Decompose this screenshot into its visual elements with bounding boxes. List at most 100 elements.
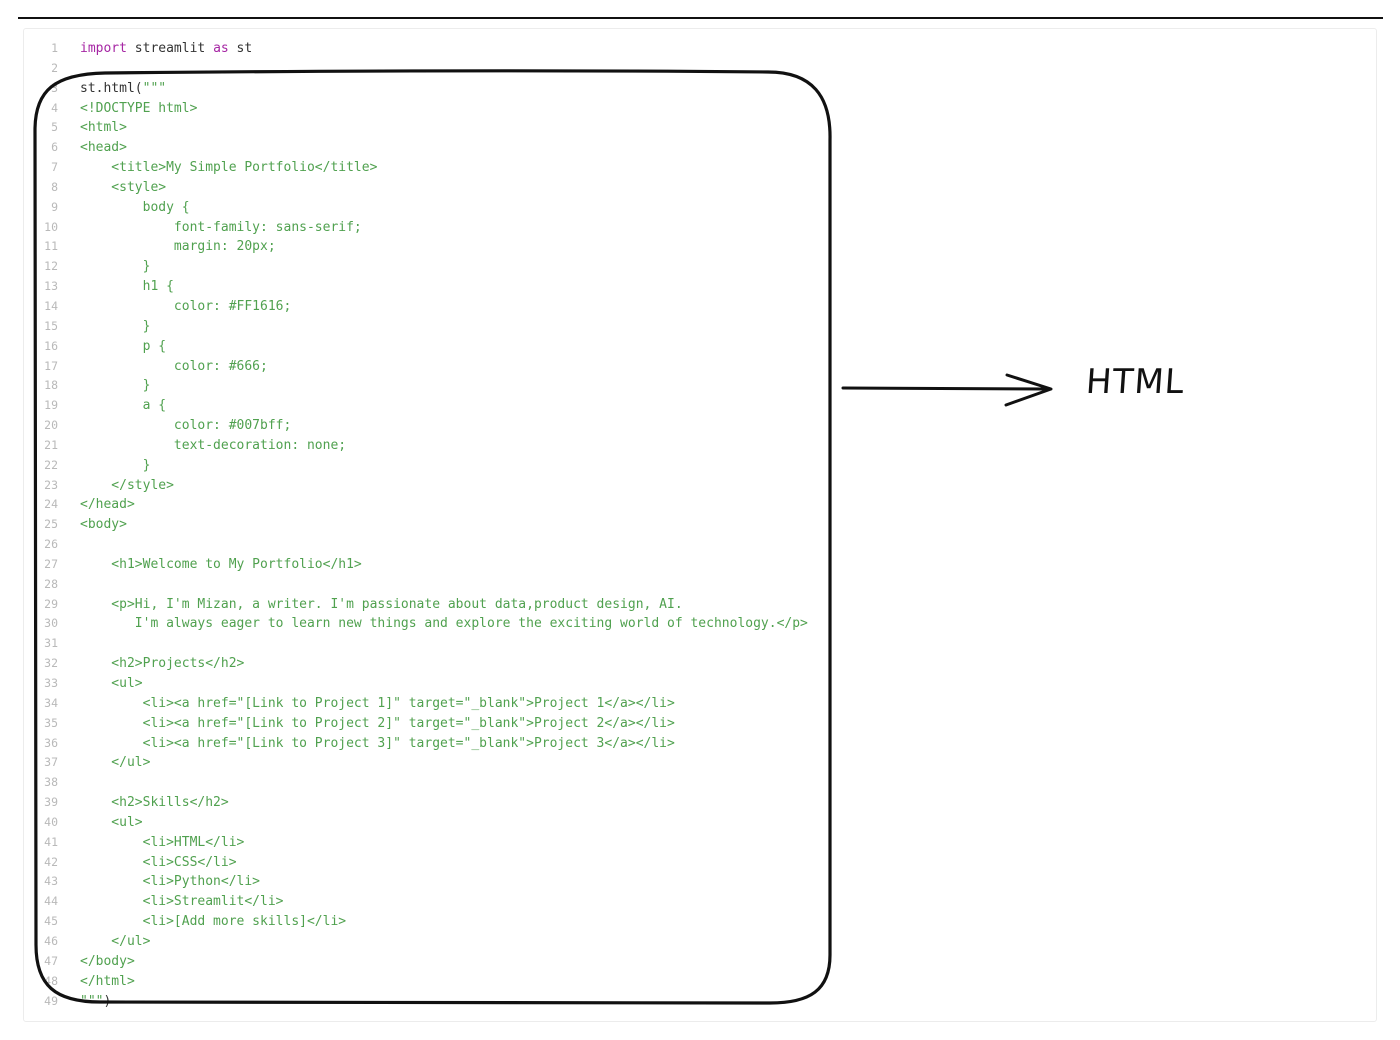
code-line-24: </head> — [80, 497, 135, 513]
code-line-43: <li>Python</li> — [80, 874, 261, 890]
line-number: 20 — [44, 418, 58, 433]
line-number: 42 — [44, 854, 58, 869]
code-line-41: <li>HTML</li> — [80, 834, 245, 850]
code-line-10: font-family: sans-serif; — [80, 219, 362, 235]
line-number: 47 — [44, 953, 58, 968]
line-number: 1 — [51, 41, 58, 55]
code-line-40: <ul> — [80, 814, 143, 830]
line-number: 10 — [44, 219, 58, 234]
alias-name: st — [228, 41, 253, 56]
line-number: 19 — [44, 398, 58, 413]
code-line-26 — [80, 535, 808, 555]
code-line-48: </html> — [80, 973, 135, 989]
code-content[interactable]: import streamlit as st st.html(""" <!DOC… — [80, 39, 808, 1011]
line-number: 15 — [44, 318, 58, 333]
line-number: 2 — [51, 60, 58, 75]
line-number: 46 — [44, 933, 58, 948]
line-number: 18 — [44, 378, 58, 393]
code-line-31 — [80, 634, 808, 654]
code-line-17: color: #666; — [80, 358, 268, 374]
line-number: 22 — [44, 457, 58, 472]
code-line-30: I'm always eager to learn new things and… — [80, 616, 808, 632]
code-line-5: <html> — [80, 120, 127, 136]
line-number: 39 — [44, 795, 58, 810]
line-number: 45 — [44, 914, 58, 929]
line-number: 21 — [44, 437, 58, 452]
code-line-6: <head> — [80, 140, 127, 156]
line-number: 36 — [44, 735, 58, 750]
code-line-8: <style> — [80, 179, 167, 195]
line-number: 14 — [44, 298, 58, 313]
line-number: 12 — [44, 259, 58, 274]
line-number: 49 — [44, 993, 58, 1008]
line-number: 8 — [51, 179, 58, 194]
code-line-23: </style> — [80, 477, 174, 493]
code-line-34: <li><a href="[Link to Project 1]" target… — [80, 695, 675, 711]
line-number: 26 — [44, 537, 58, 552]
code-line-42: <li>CSS</li> — [80, 854, 237, 870]
code-line-25: <body> — [80, 517, 127, 533]
line-number: 16 — [44, 338, 58, 353]
code-line-27: <h1>Welcome to My Portfolio</h1> — [80, 556, 362, 572]
function-call: st.html( — [80, 80, 143, 96]
code-line-14: color: #FF1616; — [80, 298, 292, 314]
line-number: 30 — [44, 616, 58, 631]
html-string-block: <!DOCTYPE html> <html> <head> <title>My Si… — [80, 99, 808, 992]
code-line-4: <!DOCTYPE html> — [80, 100, 198, 116]
line-number: 25 — [44, 517, 58, 532]
code-line-36: <li><a href="[Link to Project 3]" target… — [80, 735, 675, 751]
line-number: 32 — [44, 656, 58, 671]
line-number: 35 — [44, 715, 58, 730]
line-number: 17 — [44, 358, 58, 373]
code-line-2 — [80, 59, 808, 79]
code-line-44: <li>Streamlit</li> — [80, 894, 284, 910]
code-line-32: <h2>Projects</h2> — [80, 656, 245, 672]
code-line-7: <title>My Simple Portfolio</title> — [80, 160, 378, 176]
code-line-15: } — [80, 318, 151, 334]
code-line-11: margin: 20px; — [80, 239, 276, 255]
line-number: 6 — [51, 140, 58, 155]
close-paren: ) — [103, 993, 112, 1009]
code-line-19: a { — [80, 398, 167, 414]
line-number: 40 — [44, 814, 58, 829]
code-line-35: <li><a href="[Link to Project 2]" target… — [80, 715, 675, 731]
line-number: 33 — [44, 676, 58, 690]
line-number: 44 — [44, 894, 58, 909]
line-number: 38 — [44, 775, 58, 790]
code-line-49: """) — [80, 992, 808, 1012]
code-line-29: <p>Hi, I'm Mizan, a writer. I'm passiona… — [80, 596, 683, 612]
line-number: 27 — [44, 556, 58, 571]
code-line-18: } — [80, 378, 151, 394]
line-number: 3 — [51, 80, 58, 95]
module-name: streamlit — [126, 41, 214, 56]
line-number: 43 — [44, 874, 58, 889]
keyword-import: import — [80, 41, 127, 56]
code-line-3: st.html(""" — [80, 79, 808, 99]
line-number: 23 — [44, 477, 58, 492]
line-number: 13 — [44, 279, 58, 294]
code-line-16: p { — [80, 338, 167, 354]
line-number: 11 — [44, 239, 58, 254]
code-line-9: body { — [80, 199, 190, 215]
line-number: 37 — [44, 755, 58, 770]
line-number: 31 — [44, 636, 58, 651]
code-line-21: text-decoration: none; — [80, 437, 347, 453]
code-line-38 — [80, 773, 808, 793]
code-line-39: <h2>Skills</h2> — [80, 795, 229, 811]
top-divider — [18, 17, 1383, 19]
line-number: 24 — [44, 497, 58, 512]
html-annotation-label: HTML — [1084, 362, 1187, 402]
code-line-33: <ul> — [80, 676, 143, 691]
code-line-1: import streamlit as st — [80, 39, 808, 59]
string-close-quote: """ — [80, 993, 104, 1009]
line-number: 9 — [51, 199, 58, 214]
code-line-13: h1 { — [80, 279, 174, 295]
line-number: 28 — [44, 576, 58, 591]
string-open-quote: """ — [142, 80, 167, 96]
code-line-46: </ul> — [80, 933, 151, 949]
line-number: 48 — [44, 973, 58, 988]
line-number: 4 — [51, 100, 58, 115]
code-line-45: <li>[Add more skills]</li> — [80, 914, 347, 930]
line-number: 7 — [51, 160, 58, 175]
